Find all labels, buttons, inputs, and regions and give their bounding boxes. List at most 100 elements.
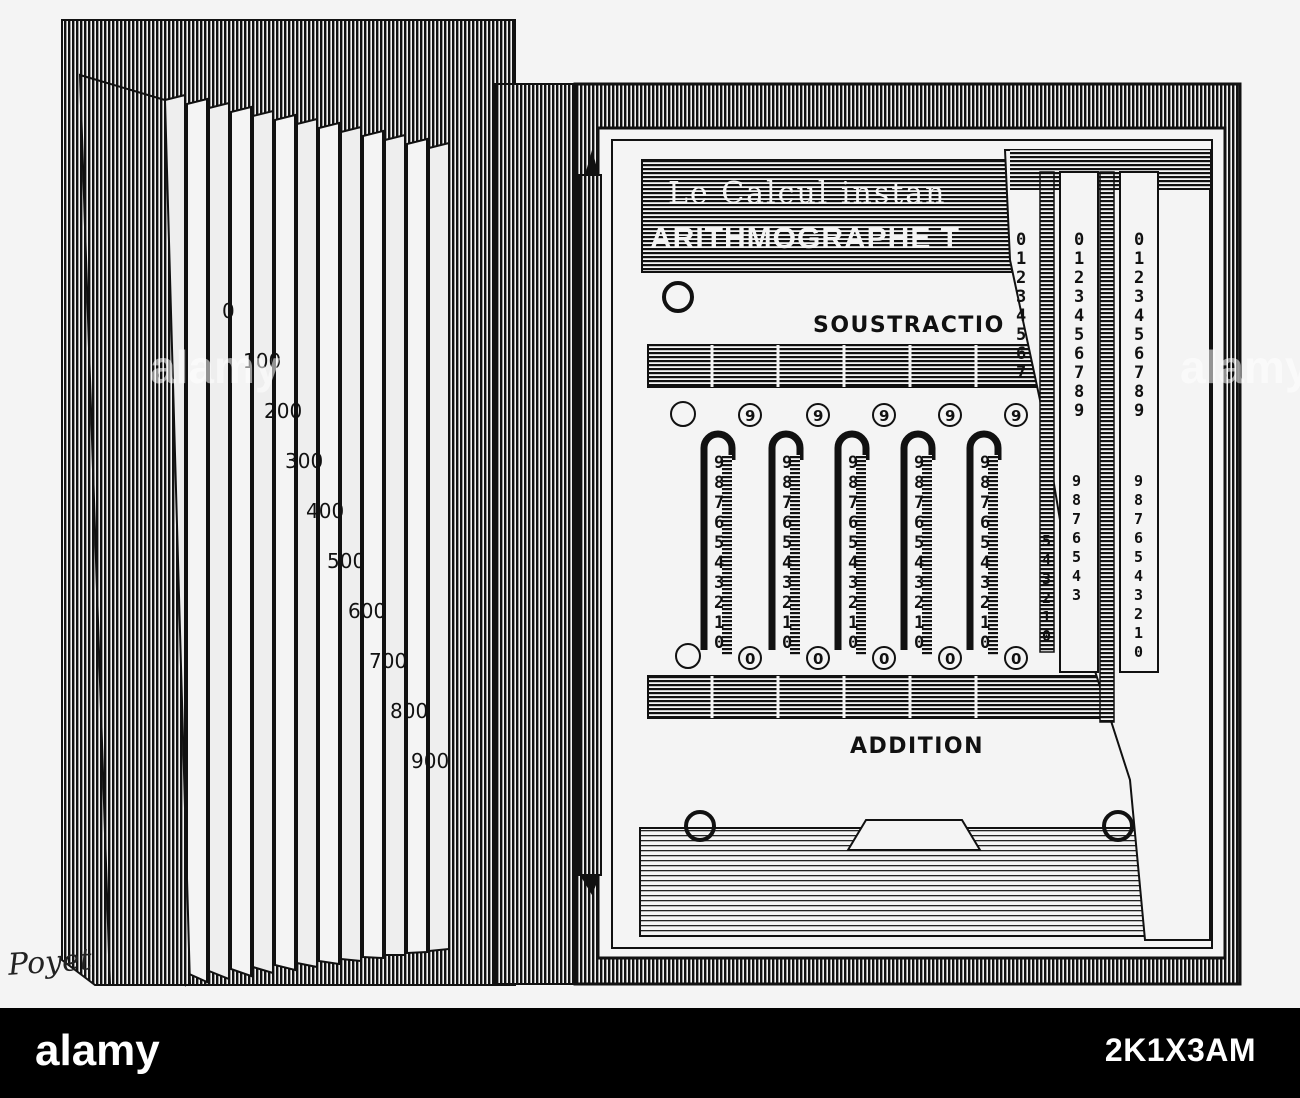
- strip-digit: 6: [1134, 344, 1144, 364]
- tab-label: 700: [369, 649, 407, 673]
- subtraction-label: SOUSTRACTIO: [813, 313, 1005, 338]
- strip-digit: 0: [1134, 643, 1143, 661]
- tab-label: 100: [243, 349, 281, 373]
- bottom-window-digit: 0: [879, 650, 889, 668]
- slide-digit: 8: [848, 473, 858, 493]
- header-line-1: Le Calcul instan: [668, 176, 946, 211]
- page-edge: [296, 117, 318, 969]
- page-edge: [208, 101, 230, 981]
- top-window: [738, 403, 762, 427]
- top-window-digit: 9: [745, 407, 755, 425]
- bottom-window: [1004, 646, 1028, 670]
- addition-label: ADDITION: [850, 734, 984, 759]
- slide-digit: 9: [782, 453, 792, 473]
- strip-digit: 5: [1042, 532, 1051, 550]
- slide-digit: 6: [914, 513, 924, 533]
- bottom-window-digit: 0: [1011, 650, 1021, 668]
- tab-label: 300: [285, 449, 323, 473]
- strip-digit: 6: [1072, 529, 1081, 547]
- arithmograph-card: [578, 126, 1227, 960]
- slide-digit: 6: [980, 513, 990, 533]
- page-stack-shadow: [78, 73, 192, 986]
- page-edge: [318, 121, 340, 966]
- tab-label: 900: [411, 749, 449, 773]
- page-edge: [362, 129, 384, 960]
- strip-digit: 6: [1074, 344, 1084, 364]
- slide-track: [856, 455, 866, 655]
- slide-digit: 7: [714, 493, 724, 513]
- slide-digit: 3: [714, 573, 724, 593]
- strip-digit: 7: [1074, 363, 1084, 383]
- page-edge: [340, 125, 362, 963]
- strip-digit: 0: [1016, 230, 1026, 250]
- strip-digit: 6: [1016, 344, 1026, 364]
- bottom-window: [806, 646, 830, 670]
- slide-digit: 9: [714, 453, 724, 473]
- slide-digit: 6: [848, 513, 858, 533]
- reset-window-top: [670, 401, 696, 427]
- strip-digit: 3: [1134, 287, 1144, 307]
- slide-digit: 0: [848, 633, 858, 653]
- strip-digit: 1: [1042, 608, 1051, 626]
- slide-track: [988, 455, 998, 655]
- slide-digit: 9: [848, 453, 858, 473]
- slide-hook: [768, 430, 804, 650]
- strip-digit: 9: [1134, 472, 1143, 490]
- slide-digit: 5: [782, 533, 792, 553]
- strip-digit: 1: [1134, 624, 1143, 642]
- strip-digit: 4: [1074, 306, 1084, 326]
- strip-digit: 5: [1134, 325, 1144, 345]
- slide-digit: 4: [782, 553, 792, 573]
- slide-digit: 2: [714, 593, 724, 613]
- top-window: [1004, 403, 1028, 427]
- slide-digit: 9: [980, 453, 990, 473]
- slide-digit: 5: [980, 533, 990, 553]
- slide-track: [922, 455, 932, 655]
- page-edge: [274, 113, 296, 972]
- strip-digit: 0: [1042, 627, 1051, 645]
- strip-digit: 5: [1072, 548, 1081, 566]
- strip-digit: 4: [1134, 567, 1143, 585]
- tab-label: 0: [222, 299, 235, 323]
- slide-digit: 7: [980, 493, 990, 513]
- slide-digit: 3: [980, 573, 990, 593]
- strip-digit: 8: [1134, 491, 1143, 509]
- page-stack: [78, 73, 450, 987]
- strip-digit: 9: [1074, 401, 1084, 421]
- bottom-window: [938, 646, 962, 670]
- tab-label: 500: [327, 549, 365, 573]
- strip-digit: 8: [1134, 382, 1144, 402]
- slide-digit: 4: [980, 553, 990, 573]
- slide-digit: 2: [782, 593, 792, 613]
- page-edge: [428, 141, 450, 953]
- top-window-digit: 9: [945, 407, 955, 425]
- strip-digit: 9: [1134, 401, 1144, 421]
- slide-digit: 4: [848, 553, 858, 573]
- slide-hook: [834, 430, 870, 650]
- strip-digit: 2: [1074, 268, 1084, 288]
- slide-digit: 4: [714, 553, 724, 573]
- strip-digit: 7: [1016, 363, 1026, 383]
- stock-footer-bar: [0, 1008, 1300, 1098]
- image-id: 2K1X3AM: [1104, 1032, 1256, 1068]
- strip-digit: 8: [1074, 382, 1084, 402]
- slide-digit: 0: [914, 633, 924, 653]
- top-window: [872, 403, 896, 427]
- strip-digit: 1: [1016, 249, 1026, 269]
- tab-label: 200: [264, 399, 302, 423]
- slide-digit: 3: [914, 573, 924, 593]
- tab-label: 600: [348, 599, 386, 623]
- slide-digit: 1: [980, 613, 990, 633]
- slide-track: [722, 455, 732, 655]
- strip-digit: 2: [1042, 589, 1051, 607]
- strip-digit: 0: [1134, 230, 1144, 250]
- bottom-window-digit: 0: [813, 650, 823, 668]
- strip-digit: 7: [1134, 363, 1144, 383]
- strip-digit: 4: [1134, 306, 1144, 326]
- slide-digit: 1: [782, 613, 792, 633]
- slide-track: [790, 455, 800, 655]
- strip-digit: 6: [1134, 529, 1143, 547]
- slide-digit: 1: [714, 613, 724, 633]
- strip-digit: 8: [1072, 491, 1081, 509]
- strip-digit: 3: [1134, 586, 1143, 604]
